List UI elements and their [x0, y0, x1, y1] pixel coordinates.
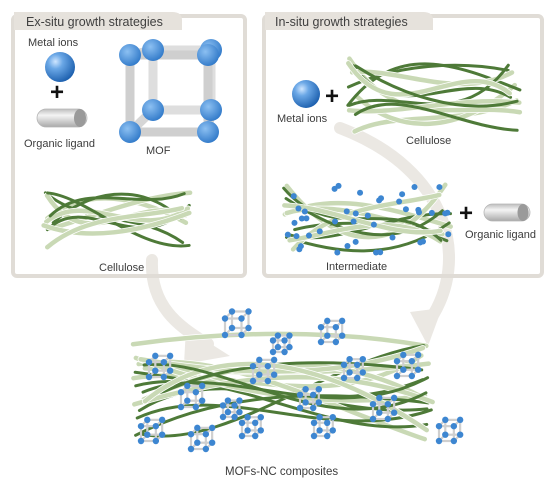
ex-situ-organic-ligand-label: Organic ligand [24, 138, 95, 150]
cellulose-fibers-icon [40, 189, 194, 251]
mofs-nc-composite-icon [130, 308, 464, 453]
ex-situ-cellulose-label: Cellulose [99, 262, 144, 274]
in-situ-organic-ligand-cylinder-icon [483, 203, 531, 222]
ex-situ-title: Ex-situ growth strategies [26, 15, 163, 29]
ex-situ-metal-ions-label: Metal ions [28, 37, 79, 49]
in-situ-title: In-situ growth strategies [275, 15, 408, 29]
metal-ion-sphere-icon [45, 52, 75, 82]
in-situ-metal-ion-sphere-icon [292, 80, 320, 108]
arrow-in-situ [334, 122, 455, 346]
in-situ-plus-sign: + [325, 83, 339, 110]
ex-situ-panel: Ex-situ growth strategies Metal ions + O… [11, 12, 247, 278]
mof-label: MOF [146, 145, 171, 157]
in-situ-cellulose-fibers-icon [345, 55, 523, 135]
composite-label: MOFs-NC composites [225, 466, 338, 478]
organic-ligand-cylinder-icon [36, 108, 88, 128]
in-situ-cellulose-label: Cellulose [406, 135, 451, 147]
in-situ-panel: In-situ growth strategies + Metal ions C… [262, 12, 544, 278]
in-situ-organic-ligand-label: Organic ligand [465, 229, 536, 241]
in-situ-plus-sign-2: + [459, 200, 473, 227]
ex-situ-plus-sign: + [50, 79, 64, 106]
mof-framework-icon [119, 39, 222, 143]
intermediate-label: Intermediate [326, 261, 387, 273]
in-situ-metal-ions-label: Metal ions [277, 113, 328, 125]
intermediate-fibers-icon [281, 181, 454, 256]
